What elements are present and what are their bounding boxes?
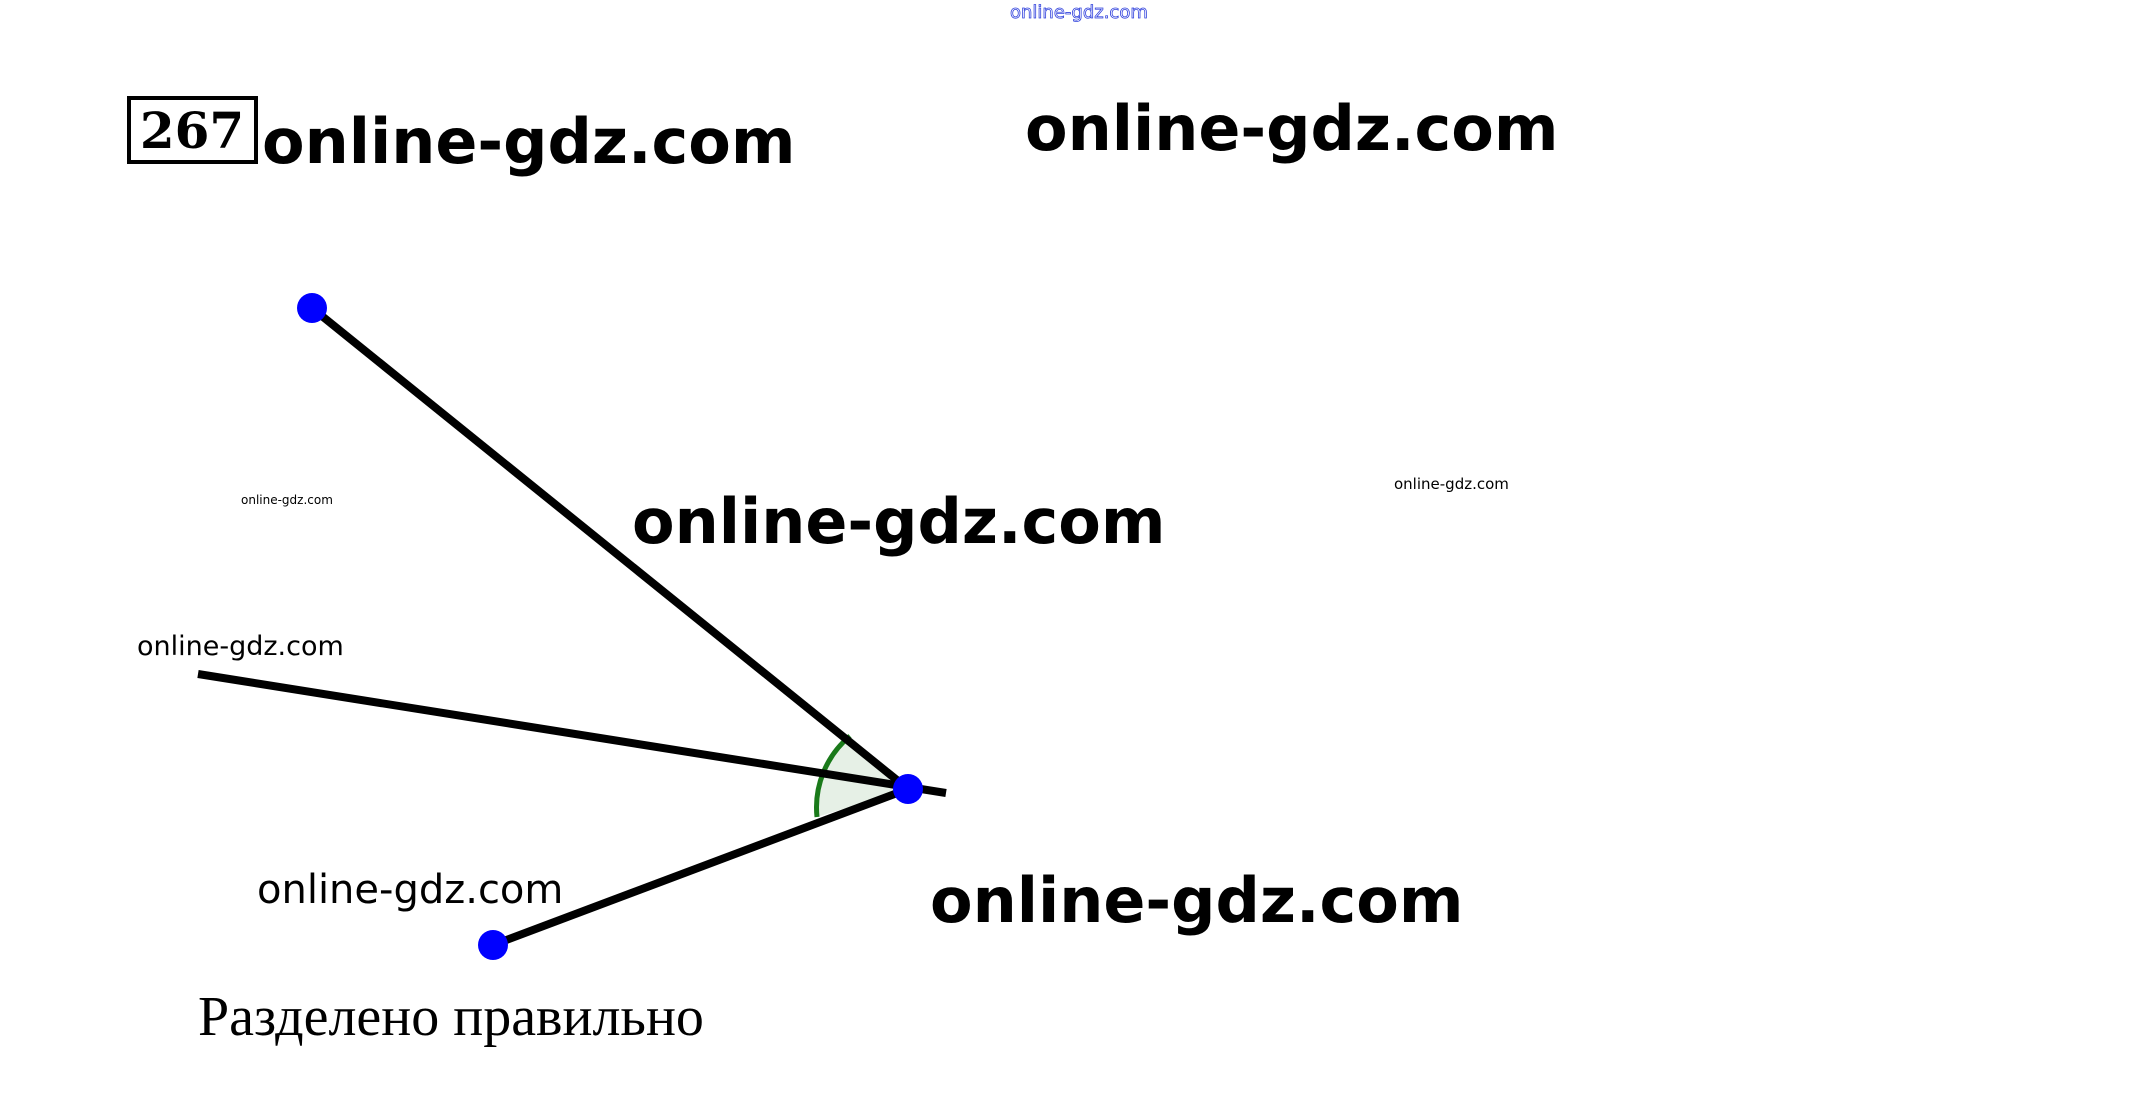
watermark: online-gdz.com [241,493,333,507]
point-vertex [893,774,923,804]
ray-top [309,304,911,793]
watermark: online-gdz.com [1394,475,1509,493]
caption: Разделено правильно [198,986,704,1048]
watermark-top: online-gdz.com [1010,2,1148,23]
watermark: online-gdz.com [632,485,1166,558]
watermark: online-gdz.com [257,867,563,913]
point-top [297,293,327,323]
watermark: online-gdz.com [262,105,796,178]
ray-middle [197,670,947,797]
watermark: online-gdz.com [930,864,1464,937]
problem-number-box [127,96,258,164]
point-bottom [478,930,508,960]
ray-bottom [491,785,910,949]
watermark: online-gdz.com [137,631,344,662]
watermark: online-gdz.com [1025,92,1559,165]
problem-number: 267 [140,101,244,160]
